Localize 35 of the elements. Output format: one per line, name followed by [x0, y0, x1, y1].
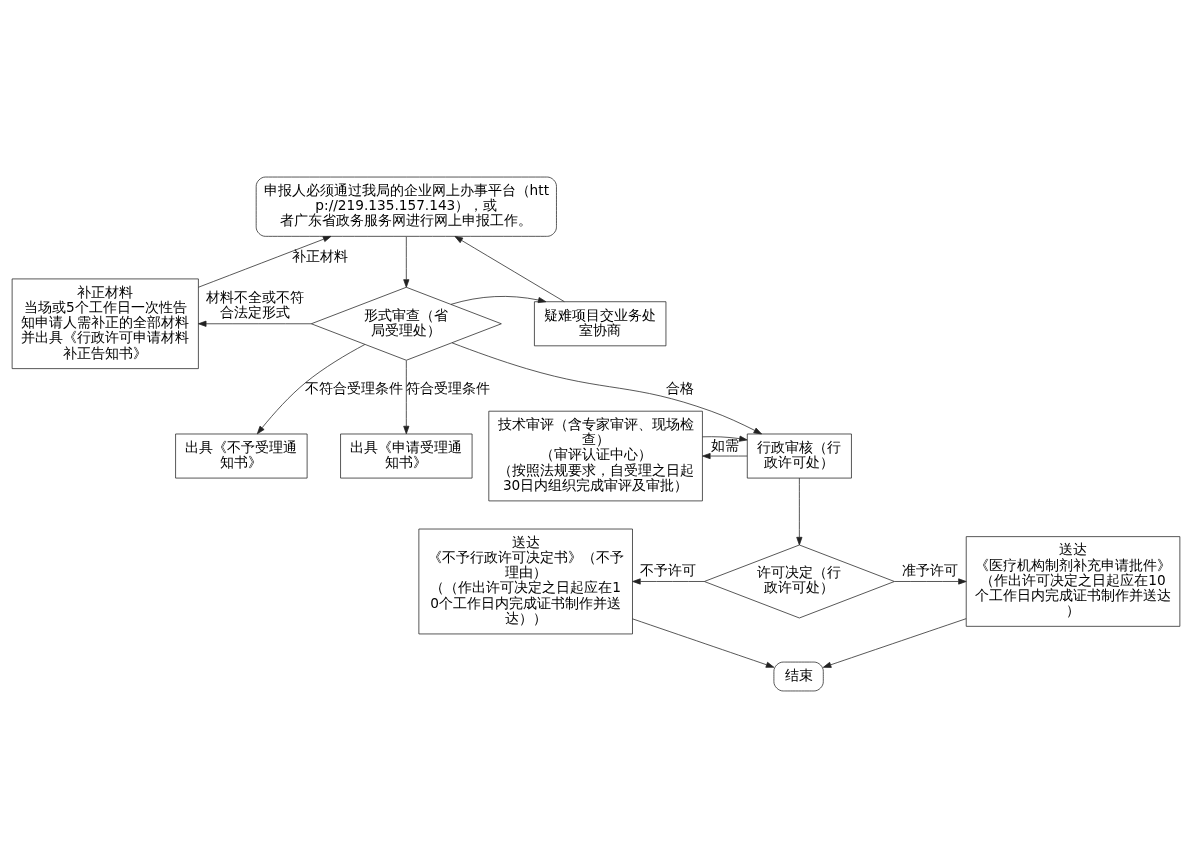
arrow: [198, 235, 332, 288]
node-box: 送达 《医疗机构制剂补充申请批件》 （作出许可决定之日起应在10个工作日内完成证书制作并送达）: [965, 535, 1181, 627]
edge-label: 合格: [665, 379, 694, 396]
arrow: [403, 359, 410, 434]
node-box: 补正材料 当场或5个工作日一次性告知申请人需补正的全部材料并出具《行政许可申请材料补正告知书》: [11, 278, 199, 369]
arrow: [796, 477, 803, 545]
node-box: 技术审评（含专家审评、现场检查） （审评认证中心） （按照法规要求，自受理之日起30日内组织完成审评及审批）: [488, 410, 703, 501]
node-box: 申报人必须通过我局的企业网上办事平台（http://219.135.157.143），或者广东省政务服务网进行网上申报工作。: [255, 176, 557, 237]
arrow: [632, 577, 705, 585]
arrow: [454, 235, 565, 302]
node-box: 结束: [773, 661, 824, 691]
edge-label: 符合受理条件: [405, 379, 490, 396]
node-box: 送达 《不予行政许可决定书》（不予理由） （（作出许可决定之日起应在10个工作日内完成证书制作并送达））: [418, 528, 633, 634]
node-box: 行政审核（行政许可处）: [746, 433, 852, 478]
node-diamond: 形式审查（省局受理处）: [310, 286, 502, 361]
arrow: [450, 295, 547, 305]
arrow: [632, 618, 775, 668]
arrow: [256, 343, 366, 434]
arrow: [894, 577, 967, 585]
node-diamond: 许可决定（行政许可处）: [703, 544, 895, 618]
edge-label: 如需: [710, 436, 739, 453]
arrow: [451, 342, 762, 434]
node-box: 出具《不予受理通知书》: [175, 433, 308, 478]
node-box: 出具《申请受理通知书》: [340, 433, 473, 478]
arrow: [403, 235, 410, 288]
edge-label: 不符合受理条件: [305, 379, 404, 396]
edge-label: 不予许可: [640, 561, 697, 578]
node-box: 疑难项目交业务处室协商: [534, 300, 667, 346]
arrow: [822, 617, 967, 668]
arrow: [702, 452, 748, 459]
edge-label: 补正材料: [292, 247, 349, 264]
edge-label: 材料不全或不符合法定形式: [205, 288, 304, 320]
arrow: [198, 320, 312, 327]
edge-label: 准予许可: [902, 561, 959, 578]
arrow: [702, 435, 748, 442]
